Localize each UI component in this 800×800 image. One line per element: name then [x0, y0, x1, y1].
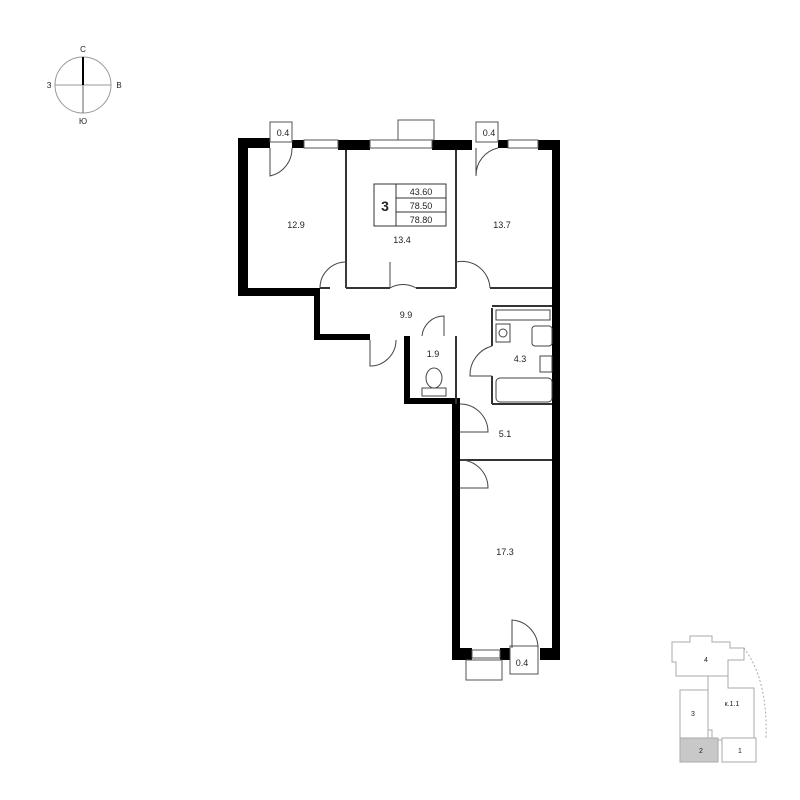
balconies: 0.4 0.4 0.4	[269, 121, 539, 675]
balcony-top-left	[269, 121, 293, 143]
windows	[303, 119, 539, 681]
doors	[269, 147, 539, 649]
door-bathroom	[469, 345, 493, 377]
balcony-top-right-area: 0.4	[483, 128, 496, 138]
living-area-value: 43.60	[410, 187, 433, 197]
wall-hall-left	[314, 288, 320, 340]
wall-top-left	[238, 138, 270, 148]
door-living	[389, 284, 417, 289]
compass-east-label: В	[116, 81, 121, 90]
key-plan	[671, 635, 767, 763]
balcony-top-left-area: 0.4	[277, 128, 290, 138]
ac-unit-bottom	[465, 659, 503, 681]
compass: С В Ю З	[47, 45, 122, 126]
wall-bottom-mid	[500, 648, 512, 660]
washer-drum-icon	[498, 328, 508, 338]
ac-unit-top	[397, 119, 435, 141]
window-bedroom-left	[303, 139, 339, 149]
key-plan-label-3: 3	[691, 711, 695, 718]
wall-top-right-corner	[538, 140, 560, 150]
wall-bottom-left	[452, 648, 472, 660]
wall-left-bottom	[238, 288, 320, 296]
compass-south-label: Ю	[79, 117, 87, 126]
room-count: 3	[381, 198, 389, 214]
window-bedroom-right	[507, 139, 539, 149]
key-plan-label-building: к.1.1	[725, 701, 740, 708]
toilet-tank-icon	[421, 387, 447, 397]
room-area-kitchen: 17.3	[496, 547, 514, 557]
room-area-corridor: 5.1	[499, 429, 512, 439]
wall-wc-bottom	[404, 398, 460, 404]
door-balcony-left	[269, 147, 293, 177]
door-bedroom-left	[319, 261, 347, 289]
compass-north-label: С	[80, 45, 86, 54]
door-corridor	[459, 403, 489, 433]
key-plan-section-3	[679, 689, 709, 739]
bath-shelf	[495, 309, 551, 321]
key-plan-dashed-outline	[743, 647, 767, 739]
balcony-bottom-area: 0.4	[516, 658, 529, 668]
key-plan-label-1: 1	[738, 748, 742, 755]
door-bedroom-right	[455, 260, 491, 289]
radiator-icon	[539, 355, 553, 373]
door-kitchen	[459, 459, 489, 489]
fixtures	[421, 309, 553, 403]
door-balcony-right	[475, 147, 499, 177]
wall-top-mid-right	[432, 140, 472, 150]
wall-hall-bottom	[314, 334, 370, 340]
wall-kitchen-left	[452, 400, 460, 660]
toilet-icon	[425, 367, 443, 389]
sink-icon	[531, 325, 553, 347]
apartment-summary: 3 43.60 78.50 78.80	[373, 183, 447, 227]
key-plan-labels: 4 к.1.1 3 2 1	[691, 657, 742, 755]
compass-west-label: З	[47, 81, 52, 90]
door-wc	[421, 315, 445, 337]
summary-frame	[373, 183, 447, 227]
room-area-bedroom-left: 12.9	[287, 220, 305, 230]
exterior-walls	[238, 138, 560, 660]
key-plan-section-1	[721, 737, 757, 763]
wall-top-mid-left	[338, 140, 370, 150]
balcony-top-right	[475, 121, 499, 143]
wall-top-right	[498, 140, 508, 148]
key-plan-section-2	[679, 737, 719, 763]
wall-bottom-right	[540, 648, 560, 660]
door-entrance	[369, 339, 397, 367]
room-area-wc: 1.9	[427, 349, 440, 359]
door-balcony-bottom	[511, 619, 539, 649]
key-plan-label-4: 4	[704, 657, 708, 664]
room-labels: 12.9 13.4 13.7 9.9 1.9 4.3 5.1 17.3	[287, 220, 526, 557]
room-area-bathroom: 4.3	[514, 354, 527, 364]
window-kitchen	[471, 649, 501, 659]
bathtub-icon	[495, 377, 553, 403]
wall-right	[552, 140, 560, 660]
wall-left	[238, 138, 248, 296]
total-area-with-balconies-value: 78.80	[410, 215, 433, 225]
wall-top-left-2	[292, 140, 304, 148]
wall-wc-left	[404, 336, 410, 404]
key-plan-section-4	[671, 635, 745, 677]
room-area-bedroom-right: 13.7	[493, 220, 511, 230]
room-area-living: 13.4	[393, 235, 411, 245]
balcony-bottom	[509, 645, 539, 675]
key-plan-label-2: 2	[699, 748, 703, 755]
window-living	[369, 139, 433, 149]
room-area-hall: 9.9	[400, 310, 413, 320]
total-area-value: 78.50	[410, 201, 433, 211]
